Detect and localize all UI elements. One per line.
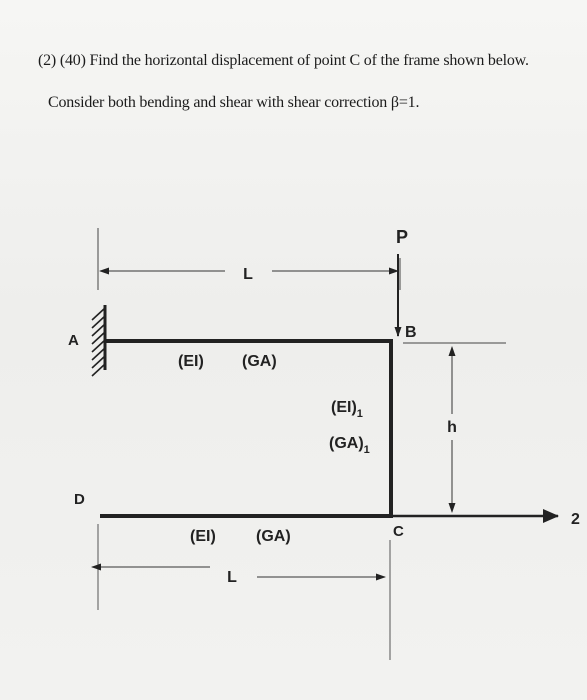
vertical-member-ga-text: (GA) <box>329 435 364 452</box>
top-span-label: L <box>243 266 253 283</box>
bottom-member-ga: (GA) <box>256 528 291 545</box>
edge-mark: 2 <box>571 511 580 528</box>
problem-statement-line-2: Consider both bending and shear with she… <box>48 94 420 111</box>
height-label: h <box>447 419 457 436</box>
top-dimension: L <box>97 228 401 290</box>
vertical-member-ga: (GA)1 <box>329 435 370 456</box>
horizontal-reference: 2 <box>393 509 580 528</box>
point-b-label: B <box>405 324 417 341</box>
load-arrow: P <box>394 227 408 337</box>
load-label: P <box>396 227 408 247</box>
top-member-ga: (GA) <box>242 353 277 370</box>
bottom-member-ei: (EI) <box>190 528 216 545</box>
frame-members <box>100 339 393 518</box>
vertical-member-ei-text: (EI) <box>331 399 357 416</box>
vertical-member-ga-subscript: 1 <box>364 444 370 456</box>
height-dimension: h <box>403 342 506 513</box>
vertical-member-ei-subscript: 1 <box>357 408 363 420</box>
bottom-dimension: L <box>91 524 391 660</box>
point-d-label: D <box>74 491 85 508</box>
problem-statement-line-1: (2) (40) Find the horizontal displacemen… <box>38 52 529 69</box>
point-a-label: A <box>68 332 79 349</box>
top-member-ei: (EI) <box>178 353 204 370</box>
point-c-label: C <box>393 523 404 540</box>
fixed-support-hatch <box>91 305 107 377</box>
bottom-span-label: L <box>227 569 237 586</box>
vertical-member-ei: (EI)1 <box>331 399 363 420</box>
